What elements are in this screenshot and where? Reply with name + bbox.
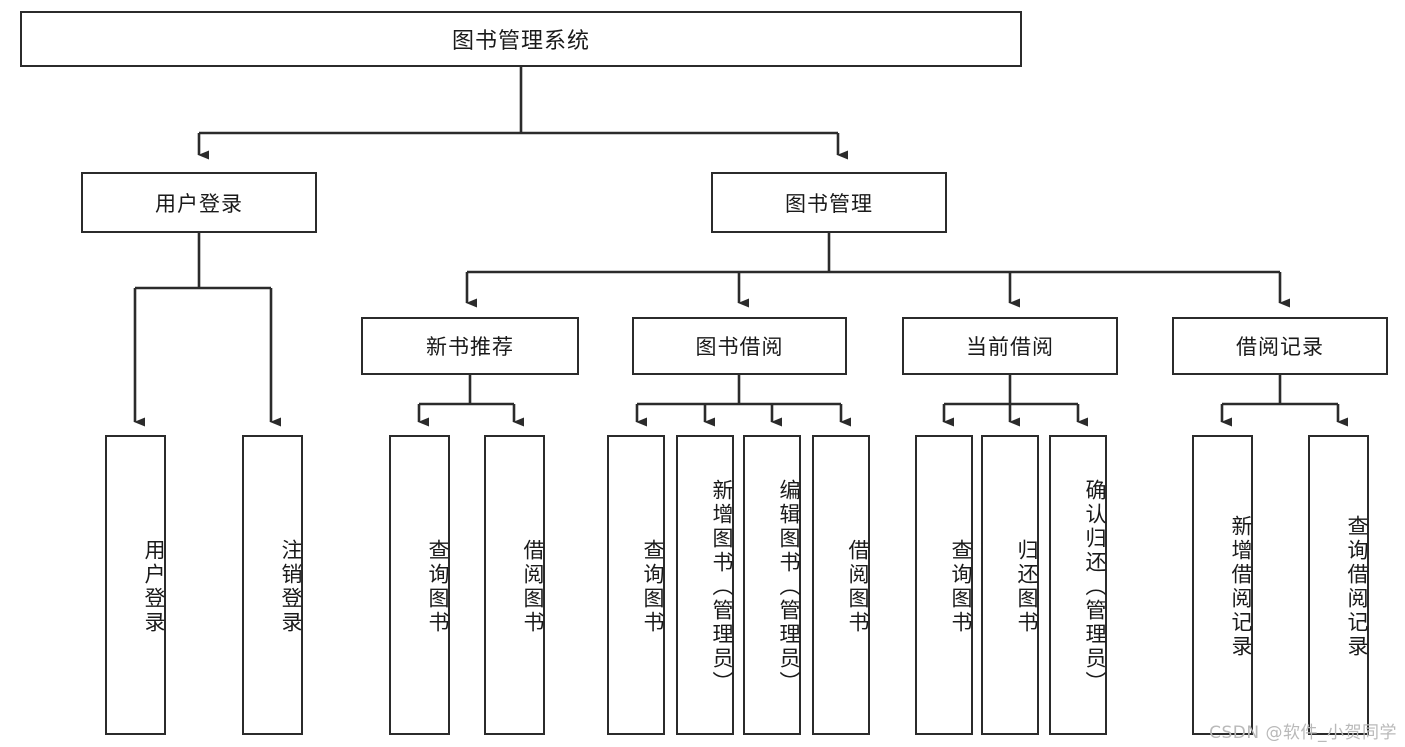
leaf-label: 归还图书 <box>1015 539 1039 635</box>
leaf-edit-book-admin[interactable]: 编辑图书（管理员） <box>743 435 801 735</box>
leaf-label: 查询图书 <box>426 539 450 635</box>
leaf-label: 查询图书 <box>641 539 665 635</box>
leaf-add-book-admin[interactable]: 新增图书（管理员） <box>676 435 734 735</box>
node-book-borrowing[interactable]: 图书借阅 <box>632 317 847 375</box>
leaf-query-books-current[interactable]: 查询图书 <box>915 435 973 735</box>
leaf-label: 注销登录 <box>279 539 303 635</box>
node-user-login[interactable]: 用户登录 <box>81 172 317 233</box>
node-borrow-records[interactable]: 借阅记录 <box>1172 317 1388 375</box>
leaf-label: 新增借阅记录 <box>1229 515 1253 659</box>
leaf-return-books[interactable]: 归还图书 <box>981 435 1039 735</box>
leaf-label: 查询借阅记录 <box>1345 515 1369 659</box>
leaf-label: 查询图书 <box>949 539 973 635</box>
leaf-label: 编辑图书（管理员） <box>777 479 801 695</box>
node-current-borrowing[interactable]: 当前借阅 <box>902 317 1118 375</box>
leaf-label: 借阅图书 <box>846 539 870 635</box>
leaf-logout[interactable]: 注销登录 <box>242 435 303 735</box>
leaf-confirm-return-admin[interactable]: 确认归还（管理员） <box>1049 435 1107 735</box>
leaf-label: 确认归还（管理员） <box>1083 479 1107 695</box>
node-root-book-management-system[interactable]: 图书管理系统 <box>20 11 1022 67</box>
node-book-management[interactable]: 图书管理 <box>711 172 947 233</box>
leaf-query-books-borrow[interactable]: 查询图书 <box>607 435 665 735</box>
leaf-query-books-recommend[interactable]: 查询图书 <box>389 435 450 735</box>
node-new-book-recommendation[interactable]: 新书推荐 <box>361 317 579 375</box>
leaf-borrow-books-recommend[interactable]: 借阅图书 <box>484 435 545 735</box>
leaf-label: 用户登录 <box>142 539 166 635</box>
csdn-watermark: CSDN @软件_小贺同学 <box>1209 723 1397 743</box>
leaf-user-login[interactable]: 用户登录 <box>105 435 166 735</box>
leaf-label: 借阅图书 <box>521 539 545 635</box>
leaf-add-borrow-record[interactable]: 新增借阅记录 <box>1192 435 1253 735</box>
leaf-query-borrow-record[interactable]: 查询借阅记录 <box>1308 435 1369 735</box>
leaf-label: 新增图书（管理员） <box>710 479 734 695</box>
leaf-borrow-books[interactable]: 借阅图书 <box>812 435 870 735</box>
